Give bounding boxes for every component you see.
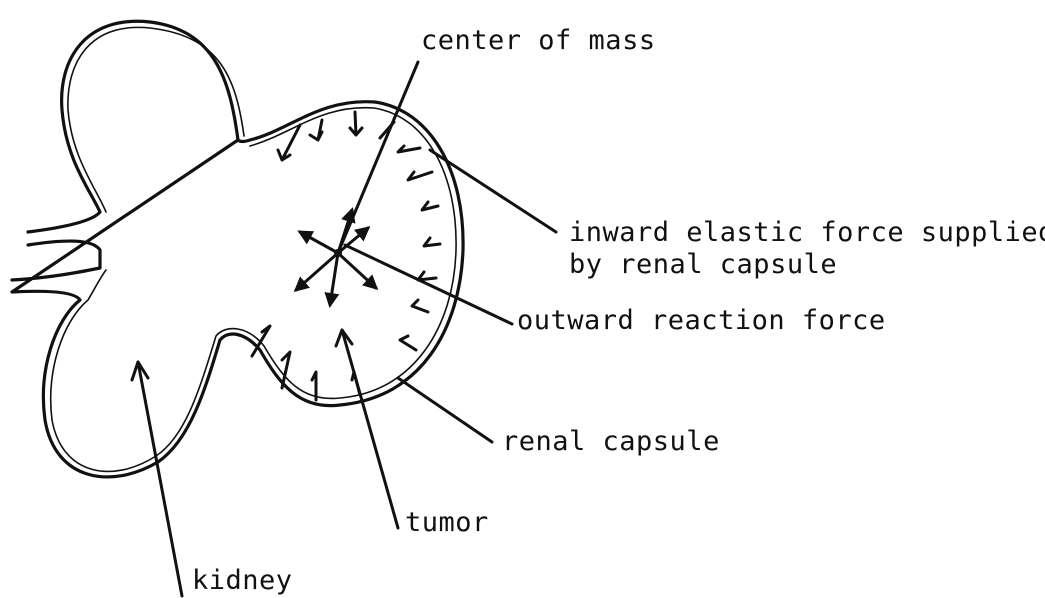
leader-lines	[132, 62, 556, 596]
outward-reaction-force-star	[296, 210, 376, 305]
leader-renal-capsule	[398, 378, 492, 442]
inward-force-arrows	[252, 112, 440, 400]
label-outward-reaction-force: outward reaction force	[517, 306, 886, 336]
label-inward-force-line2: by renal capsule	[569, 250, 837, 280]
label-renal-capsule: renal capsule	[502, 427, 720, 457]
leader-center-of-mass	[340, 62, 418, 248]
kidney-outline	[12, 21, 463, 477]
label-kidney: kidney	[192, 566, 293, 596]
label-tumor: tumor	[405, 508, 489, 538]
leader-inward-force	[430, 150, 556, 232]
label-center-of-mass: center of mass	[421, 26, 656, 56]
leader-tumor	[342, 330, 398, 528]
leader-kidney	[138, 362, 182, 596]
label-inward-force-line1: inward elastic force supplied	[569, 218, 1045, 248]
